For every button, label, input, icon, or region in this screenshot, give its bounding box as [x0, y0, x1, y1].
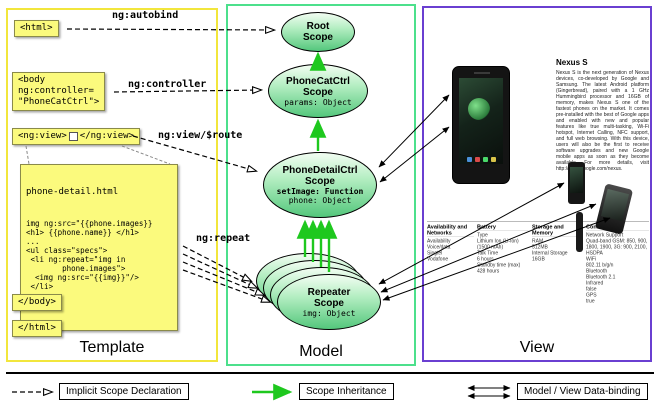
phone-screen: [459, 78, 503, 164]
body-close-tag-box: </body>: [12, 294, 62, 311]
phonecatctrl-scope-title: PhoneCatCtrl Scope: [286, 75, 350, 98]
nexus-s-phone-image: [452, 66, 510, 184]
root-scope-ellipse: Root Scope: [281, 12, 355, 52]
spec-column-values: Type Lithium Ion (Li-Ion) (1500 mAh) Tal…: [477, 232, 521, 275]
product-title: Nexus S: [556, 58, 588, 67]
phonedetailctrl-scope-title: PhoneDetailCtrl Scope: [282, 165, 358, 187]
phonedetailctrl-scope-prop-phone: phone: Object: [288, 196, 352, 205]
spec-column-header: Availability and Networks: [427, 224, 475, 237]
legend-implicit-scope: Implicit Scope Declaration: [59, 383, 189, 400]
phone-speaker: [474, 72, 490, 74]
legend-separator-line: [6, 372, 654, 374]
app-icon: [482, 157, 488, 162]
ng-autobind-label: ng:autobind: [112, 10, 179, 21]
legend-scope-inheritance: Scope Inheritance: [299, 383, 394, 400]
ng-view-route-label: ng:view/$route: [158, 130, 243, 141]
phone-thumbnail-side: [576, 212, 583, 252]
product-description: Nexus S is the next generation of Nexus …: [556, 70, 649, 274]
view-panel-label: View: [519, 339, 555, 356]
phonedetailctrl-scope-ellipse: PhoneDetailCtrl Scope setImage: Function…: [263, 152, 377, 218]
thumbnail-screen: [600, 188, 630, 222]
root-scope-title: Root Scope: [302, 21, 333, 43]
thumbnail-screen: [570, 167, 583, 193]
phonecatctrl-scope-ellipse: PhoneCatCtrl Scope params: Object: [268, 64, 368, 118]
code-body: img ng:src="{{phone.images}} <h1> {{phon…: [26, 219, 153, 309]
spec-column: Availability and Networks Availability V…: [427, 224, 475, 385]
ngview-tag-box: <ng:view> </ng:view>: [12, 128, 140, 145]
app-icon: [466, 157, 472, 162]
ngview-placeholder-icon: [68, 132, 78, 141]
template-panel-label: Template: [79, 339, 145, 356]
html-close-tag-box: </html>: [12, 320, 62, 337]
ngview-open-text: <ng:view>: [18, 131, 67, 141]
spec-column-values: Availability Voice/data Singtel Vodafone: [427, 238, 451, 263]
app-icon: [474, 157, 480, 162]
html-open-tag-box: <html>: [14, 20, 59, 37]
repeater-scope-prop: img: Object: [302, 308, 356, 318]
app-icon: [490, 157, 496, 162]
phone-app-dock: [459, 157, 503, 162]
phone-wallpaper-glow: [468, 98, 490, 120]
phonecatctrl-scope-prop: params: Object: [284, 97, 352, 107]
ngview-close-text: </ng:view>: [79, 131, 134, 141]
ng-controller-label: ng:controller: [128, 79, 207, 90]
spec-column-header: Battery: [477, 224, 529, 231]
code-title: phone-detail.html: [26, 187, 119, 197]
body-controller-tag-box: <body ng:controller= "PhoneCatCtrl">: [12, 72, 106, 111]
model-panel-label: Model: [299, 343, 343, 360]
repeater-scope-ellipse-front: Repeater Scope img: Object: [277, 274, 381, 330]
repeater-scope-title: Repeater Scope: [307, 286, 351, 309]
phonedetailctrl-scope-prop-setimage: setImage: Function: [276, 187, 364, 196]
phone-thumbnail-front: [568, 162, 585, 204]
legend-data-binding: Model / View Data-binding: [517, 383, 648, 400]
spec-column: Battery Type Lithium Ion (Li-Ion) (1500 …: [477, 224, 529, 385]
ng-repeat-label: ng:repeat: [196, 233, 251, 244]
product-description-text: Nexus S is the next generation of Nexus …: [556, 70, 649, 172]
